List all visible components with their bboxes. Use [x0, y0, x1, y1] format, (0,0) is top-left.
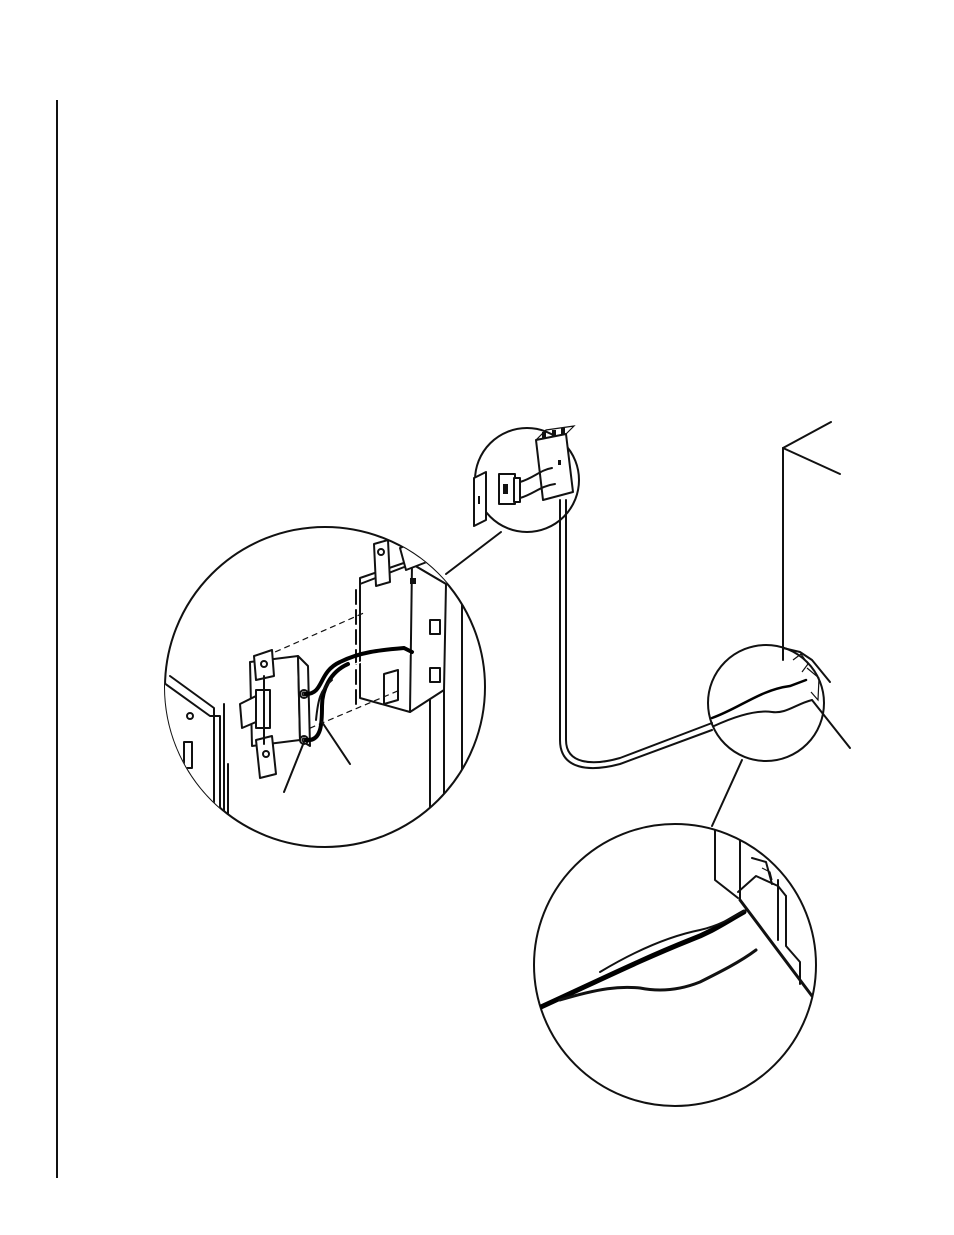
- corner-detail-marker: [708, 645, 824, 761]
- wall-plate: [160, 676, 228, 860]
- toggle-switch: [240, 650, 310, 778]
- corner-detail-leader: [712, 760, 742, 826]
- appliance-cabinet: [783, 422, 850, 748]
- switch-box-detail: [160, 527, 485, 860]
- electrical-box: [356, 538, 462, 860]
- small-switch-inset: [474, 426, 712, 768]
- corner-cable-detail: [530, 818, 816, 1106]
- switch-detail-leader: [446, 532, 501, 574]
